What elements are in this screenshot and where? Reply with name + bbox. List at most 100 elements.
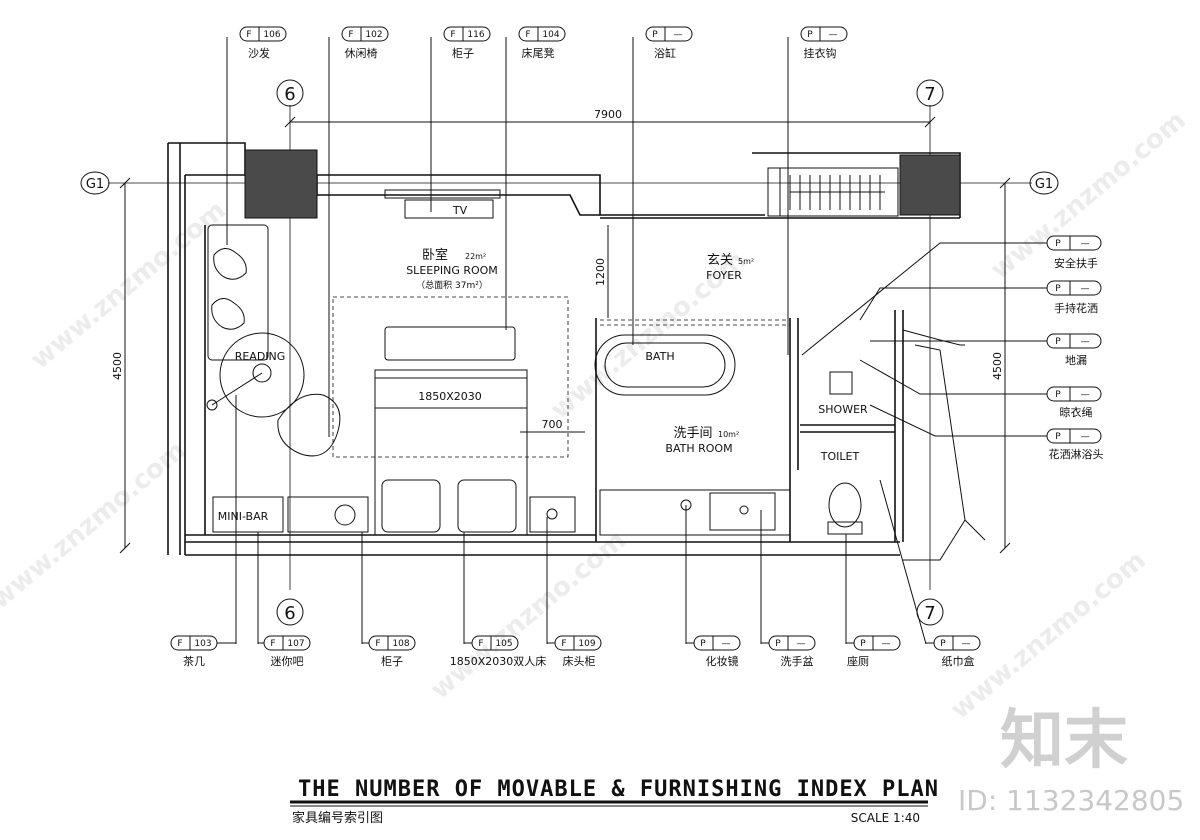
armchairs [381,479,517,533]
tag-right-2-prefix: P [1055,337,1061,347]
tag-right-4: P — 花洒淋浴头 [1046,428,1104,461]
minibar: MINI-BAR [212,496,284,533]
tag-top-4-name: 浴缸 [654,46,676,60]
tag-top-0-name: 沙发 [248,46,270,60]
tag-top-2-prefix: F [450,30,455,40]
sofa [207,224,269,361]
tag-right-3-code: — [1081,390,1090,400]
tag-top-2: F 116 柜子 [443,26,491,60]
axis-g1-left-label: G1 [86,177,104,192]
tag-top-5-code: — [829,30,838,40]
cabinet [287,496,369,533]
axis-g1-right-bubble [1029,171,1059,195]
watermark-brand: 知末 [1000,704,1128,778]
walls [167,142,986,561]
plan-title-cn: 家具编号索引图 [292,810,383,826]
tag-right-4-name: 花洒淋浴头 [1049,448,1104,461]
tag-top-3: F 104 床尾凳 [518,26,566,60]
tag-top-5-prefix: P [807,30,813,40]
axis-6-bottom-label: 6 [284,603,295,624]
tag-top-4-prefix: P [652,30,658,40]
tag-bottom-5-code: — [722,639,731,649]
bath-label: BATH [645,350,674,363]
tag-bottom-7-prefix: P [860,639,866,649]
tag-right-0: P — 安全扶手 [1046,235,1102,270]
tag-bottom-7-name: 座厕 [847,654,869,668]
tag-top-0: F 106 沙发 [239,26,287,60]
axis-6-top-bubble [276,79,304,107]
tag-top-0-prefix: F [246,30,251,40]
axis-6-bottom-bubble [276,598,304,626]
watermark-id: ID: 1132342805 [958,784,1184,817]
column-right [899,154,961,216]
dim-gap: 700 [542,418,563,431]
tag-right-0-name: 安全扶手 [1054,256,1098,270]
tag-bottom-2: F 108 柜子 [362,635,416,668]
tag-bottom-0-prefix: F [177,639,182,649]
tag-right-3-prefix: P [1055,390,1061,400]
tag-bottom-6-name: 洗手盆 [781,654,814,668]
axis-6-top-label: 6 [284,84,295,105]
tag-bottom-4-code: 109 [578,639,595,649]
tag-bottom-3-code: 105 [495,639,512,649]
axis-7-top-label: 7 [924,84,935,105]
bathroom-name: 洗手间 [673,426,712,441]
tag-right-2: P — 地漏 [1046,333,1102,367]
tag-bottom-2-name: 柜子 [381,655,403,668]
tag-right-3: P — 晾衣绳 [1046,386,1102,419]
tag-bottom-7-code: — [882,639,891,649]
tag-top-3-name: 床尾凳 [522,46,555,60]
tag-top-1: F 102 休闲椅 [341,26,389,60]
tag-bottom-4-prefix: F [561,639,566,649]
tag-bottom-7: P — 座厕 [846,635,901,668]
tag-top-5-name: 挂衣钩 [804,46,837,60]
tag-right-4-prefix: P [1055,432,1061,442]
tag-top-1-name: 休闲椅 [345,46,378,60]
dim-height-left: 4500 [111,352,124,380]
tag-right-2-code: — [1081,337,1090,347]
tag-bottom-8-prefix: P [940,639,946,649]
tag-bottom-3-name: 1850X2030双人床 [450,654,547,668]
bedside-table [529,496,576,533]
bedroom-name: 卧室 [422,247,448,263]
tag-bottom-5: P — 化妆镜 [686,635,741,668]
watermark-site-5: www.znzmo.com [425,525,631,705]
tag-right-0-prefix: P [1055,239,1061,249]
bathroom-area: 10m² [718,430,739,439]
bathroom-en: BATH ROOM [665,442,732,455]
wardrobe [767,167,899,217]
tag-right-4-code: — [1081,432,1090,442]
tag-bottom-0-name: 茶几 [183,655,205,668]
tag-bottom-3: F 105 1850X2030双人床 [450,635,547,668]
tag-bottom-2-prefix: F [375,639,380,649]
tag-right-3-name: 晾衣绳 [1060,405,1093,419]
dim-foyer: 1200 [594,258,607,286]
tag-bottom-1-prefix: F [270,639,275,649]
bed: 1850X2030 [374,326,528,536]
axis-7-top-bubble [916,79,944,107]
axis-g1-right-label: G1 [1035,177,1053,192]
leader-lines [226,37,1047,645]
tag-bottom-8: P — 纸巾盒 [926,635,981,668]
bed-size-label: 1850X2030 [418,390,482,403]
tag-top-3-code: 104 [542,30,559,40]
rug [332,296,569,458]
shower-label: SHOWER [818,403,868,416]
tag-top-3-prefix: F [525,30,530,40]
tag-right-2-name: 地漏 [1065,354,1087,367]
reading-label: READING [235,350,286,363]
tag-top-1-code: 102 [365,30,382,40]
tag-bottom-8-code: — [962,639,971,649]
tag-top-2-code: 116 [467,30,484,40]
tag-bottom-2-code: 108 [392,639,409,649]
shower-area: SHOWER [818,371,868,416]
plan-title-en: THE NUMBER OF MOVABLE & FURNISHING INDEX… [298,777,939,802]
reading-table: READING [206,332,305,418]
tag-bottom-8-name: 纸巾盒 [942,654,975,668]
axis-g1-left-bubble [80,171,110,195]
tv: TV [384,189,501,219]
tag-bottom-5-prefix: P [700,639,706,649]
foyer-en: FOYER [706,269,742,282]
watermark-site-4: www.znzmo.com [0,435,192,615]
